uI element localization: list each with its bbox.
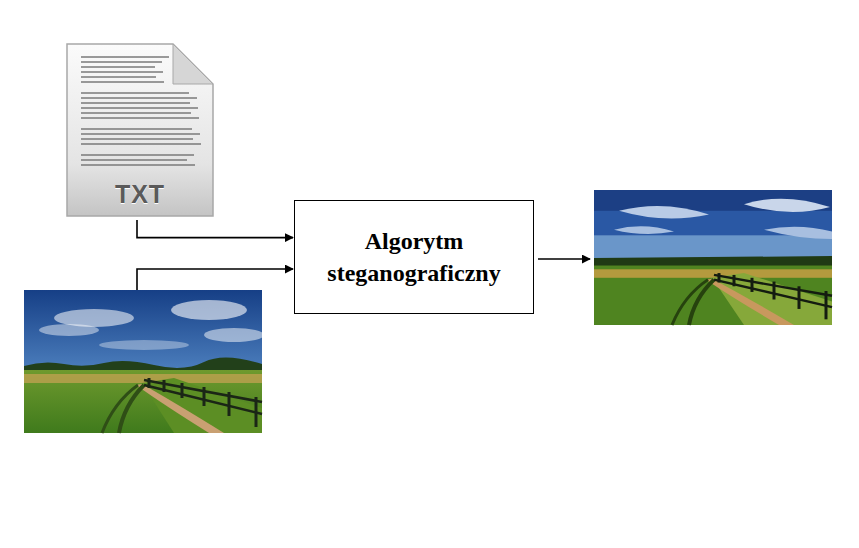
file-type-label: TXT (65, 180, 215, 209)
input-arrow (137, 269, 293, 290)
output-photo (594, 190, 832, 325)
file-icon: TXT (65, 42, 215, 218)
flow-arrow (137, 220, 293, 238)
process-label: Algorytm steganograficzny (314, 225, 514, 290)
input-photo (24, 290, 264, 433)
output-arrow (538, 258, 590, 260)
process-box: Algorytm steganograficzny (294, 200, 534, 314)
